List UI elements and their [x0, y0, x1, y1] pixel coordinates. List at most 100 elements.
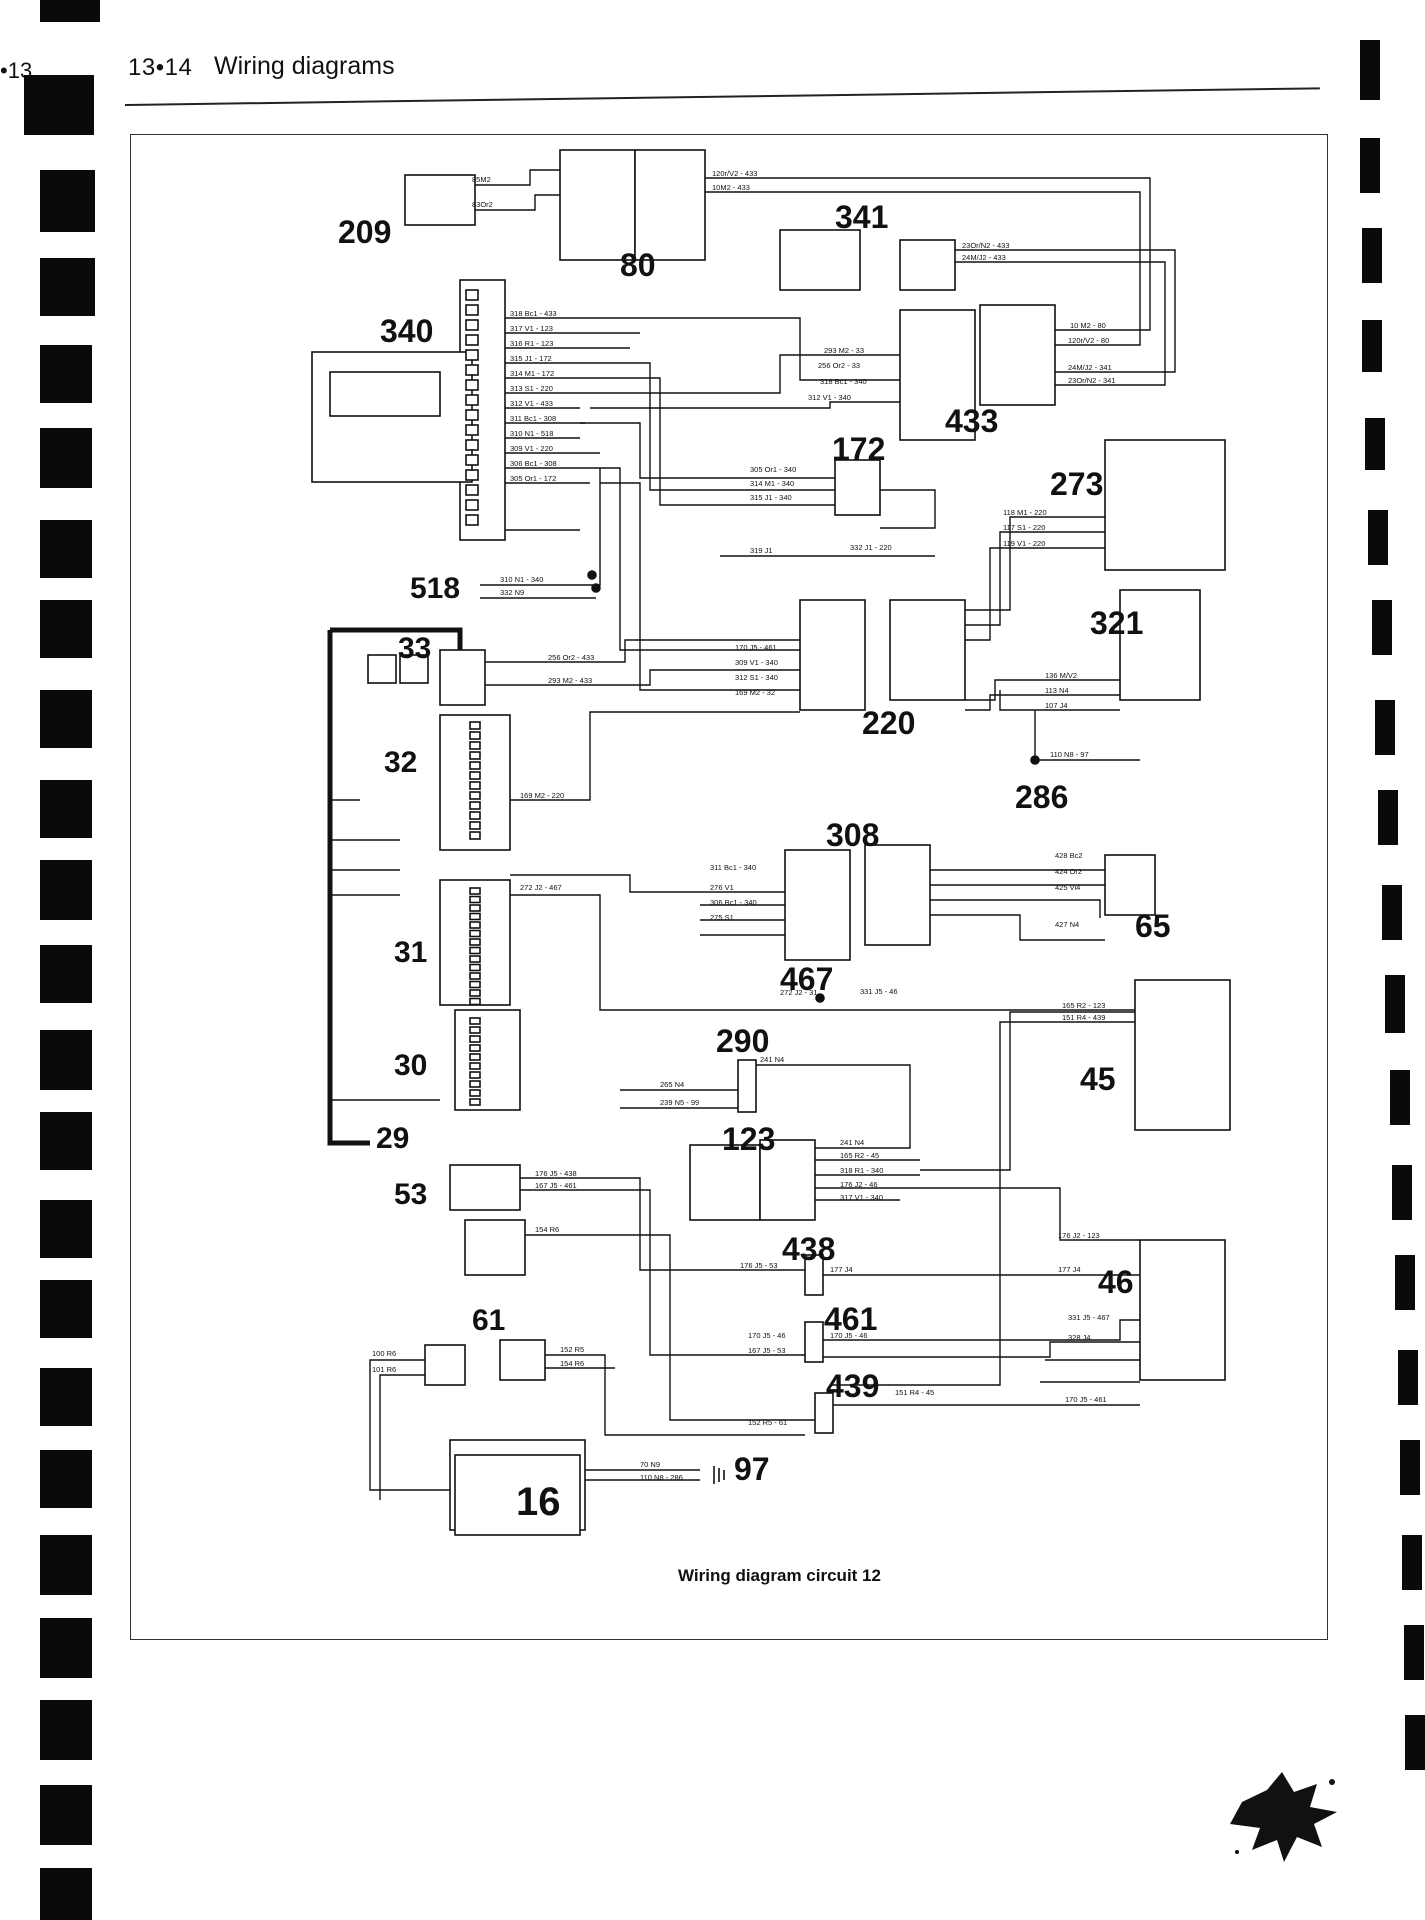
component-symbol [899, 239, 956, 291]
component-symbol [367, 654, 397, 684]
wire [830, 1021, 1135, 1386]
wire-label: 167 J5 - 53 [748, 1346, 786, 1355]
component-symbol [779, 229, 861, 291]
wire-label: 176 J2 - 46 [840, 1180, 878, 1189]
wire [930, 914, 1105, 941]
connector-pin [465, 394, 479, 406]
wire-label: 101 R6 [372, 1365, 396, 1374]
component-label-209: 209 [338, 214, 391, 250]
wire-label: 317 V1 - 340 [840, 1193, 883, 1202]
component-symbol [424, 1344, 466, 1386]
binding-bar [40, 1368, 92, 1426]
wire [823, 1319, 1140, 1341]
wire [756, 1064, 911, 1149]
component-label-308: 308 [826, 817, 879, 853]
component-symbols [311, 149, 1231, 1536]
wire [580, 422, 835, 479]
wire-label: 154 R6 [535, 1225, 559, 1234]
binding-bar [1390, 1070, 1410, 1125]
ground-symbol [713, 1466, 725, 1484]
wire [585, 362, 835, 491]
wire-label: 427 N4 [1055, 920, 1079, 929]
connector-pin [469, 1026, 481, 1034]
wire-label: 119 V1 - 220 [1003, 539, 1045, 548]
component-label-123: 123 [722, 1121, 775, 1157]
wire [955, 249, 1176, 373]
diagram-frame [130, 134, 1328, 1640]
wire-label: 312 V1 - 340 [808, 393, 851, 402]
connector-pin [469, 887, 481, 895]
wire-label: 312 S1 - 340 [735, 673, 778, 682]
wire [965, 694, 1120, 711]
wire-label: 316 R1 - 123 [510, 339, 553, 348]
wire-label: 120r/V2 - 433 [712, 169, 757, 178]
connector-pin [469, 781, 481, 790]
binding-bar [40, 0, 100, 22]
connector-pin [469, 895, 481, 904]
wire-label: 118 M1 - 220 [1003, 508, 1047, 517]
splice-point [1030, 755, 1040, 765]
connector-pin [469, 980, 481, 989]
wire [485, 639, 800, 663]
wire-label: 170 J5 - 46 [748, 1331, 786, 1340]
component-symbol [814, 1392, 834, 1434]
wire-label: 315 J1 - 340 [750, 493, 792, 502]
wire [545, 1354, 805, 1436]
wire-label: 332 N9 [500, 588, 524, 597]
wire [369, 1359, 455, 1491]
binding-bar [1385, 975, 1405, 1033]
wire-label: 107 J4 [1045, 701, 1068, 710]
component-label-16: 16 [516, 1480, 561, 1524]
wire [580, 354, 900, 394]
binding-bar [40, 520, 92, 578]
wire-label: 10 M2 - 80 [1070, 321, 1106, 330]
connector-pin [469, 801, 481, 810]
component-symbol [784, 849, 851, 961]
wire-label: 167 J5 - 461 [535, 1181, 577, 1190]
wire-label: 309 V1 - 220 [510, 444, 553, 453]
wire [965, 516, 1105, 611]
wire-label: 176 J5 - 53 [740, 1261, 778, 1270]
component-label-97: 97 [734, 1451, 770, 1487]
component-symbol [804, 1321, 824, 1363]
connector-pin [465, 484, 479, 496]
component-symbol [454, 1009, 521, 1111]
binding-bar [1398, 1350, 1418, 1405]
wire-label: 313 S1 - 220 [510, 384, 553, 393]
component-symbol [899, 309, 976, 441]
wire-label: 332 J1 - 220 [850, 543, 892, 552]
component-label-172: 172 [832, 431, 885, 467]
binding-bar [1400, 1440, 1420, 1495]
wire [965, 531, 1105, 626]
connector-pin [469, 721, 481, 730]
binding-bar [40, 345, 92, 403]
component-label-53: 53 [394, 1178, 427, 1211]
connector-pin [469, 929, 481, 938]
component-symbol [499, 1339, 546, 1381]
component-label-433: 433 [945, 403, 998, 439]
wire-label: 306 Bc1 - 340 [710, 898, 757, 907]
component-label-46: 46 [1098, 1264, 1134, 1300]
page-title: Wiring diagrams [214, 52, 395, 80]
binding-bar [1395, 1255, 1415, 1310]
wire-label: 328 J4 [1068, 1333, 1091, 1342]
wire-label: 117 S1 - 220 [1003, 523, 1045, 532]
connector-pin [469, 731, 481, 740]
binding-bar [40, 428, 92, 488]
binding-bar [1372, 600, 1392, 655]
connector-pin [469, 1071, 481, 1079]
wire-label: 176 J2 - 123 [1058, 1231, 1100, 1240]
component-labels: 2098034134043317227351833321220286323086… [338, 199, 1171, 1524]
wire-label: 10M2 - 433 [712, 183, 750, 192]
connector-pin [469, 1044, 481, 1052]
component-label-321: 321 [1090, 605, 1143, 641]
component-symbol [834, 459, 881, 516]
component-symbol [1104, 439, 1226, 571]
wire [510, 894, 1135, 1011]
component-label-30: 30 [394, 1049, 427, 1082]
panel-outline [327, 627, 463, 1146]
wire-label: 110 N8 - 97 [1050, 750, 1089, 759]
battery-body [454, 1454, 581, 1536]
connector-pin [469, 1017, 481, 1025]
